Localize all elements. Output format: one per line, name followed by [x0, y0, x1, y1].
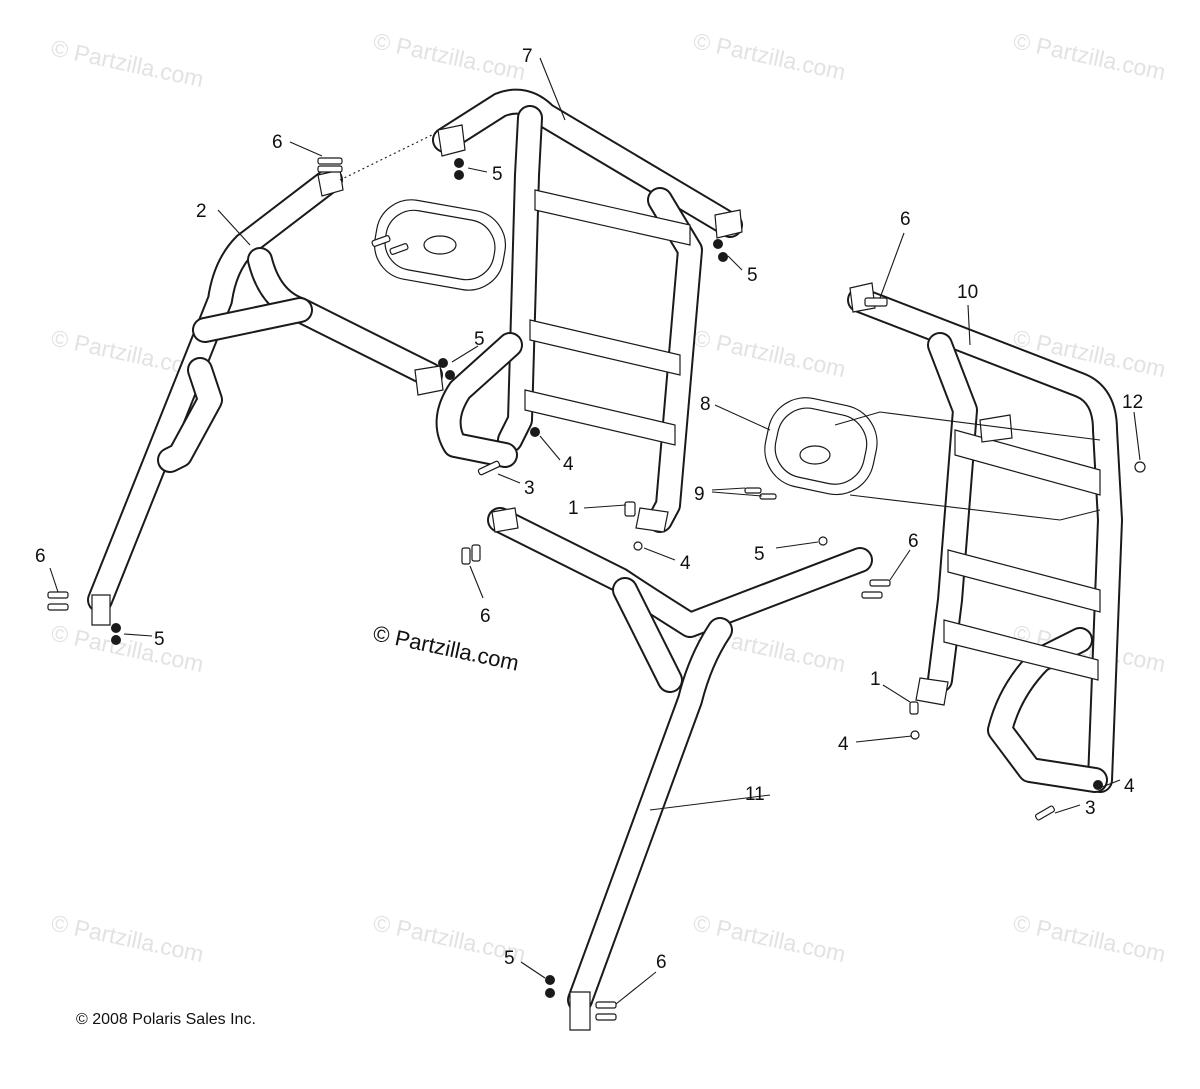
- callout-2: 2: [196, 201, 207, 222]
- watermarks: © Partzilla.com © Partzilla.com © Partzi…: [49, 27, 1168, 967]
- rear-upper-frame: [432, 88, 743, 533]
- watermark: © Partzilla.com: [691, 27, 848, 85]
- callout-4: 4: [838, 734, 849, 755]
- callout-6: 6: [900, 209, 911, 230]
- callout-6: 6: [272, 132, 283, 153]
- callout-3: 3: [524, 478, 535, 499]
- left-front-hoop: [87, 131, 444, 626]
- watermark: © Partzilla.com: [691, 909, 848, 967]
- callout-5: 5: [492, 164, 503, 185]
- callout-3: 3: [1085, 798, 1096, 819]
- callout-1: 1: [568, 498, 579, 519]
- callout-6: 6: [35, 546, 46, 567]
- callout-4: 4: [1124, 776, 1135, 797]
- callout-6: 6: [908, 531, 919, 552]
- callout-labels: 6 2 7 5 5 5 4 3 1 4 6 5 6 5 6 6 10 8 9 1…: [35, 46, 1143, 973]
- watermark: © Partzilla.com: [1011, 27, 1168, 85]
- callout-5: 5: [504, 948, 515, 969]
- callout-4: 4: [563, 454, 574, 475]
- front-lower-hoop: [487, 507, 873, 1031]
- callout-1: 1: [870, 669, 881, 690]
- hardware: [47, 157, 1146, 1021]
- callout-5: 5: [474, 329, 485, 350]
- right-rear-frame: [847, 282, 1123, 793]
- callout-5: 5: [747, 265, 758, 286]
- leader-lines: [49, 57, 1141, 1005]
- watermark: © Partzilla.com: [1011, 909, 1168, 967]
- callout-6: 6: [656, 952, 667, 973]
- watermark: © Partzilla.com: [49, 619, 206, 677]
- watermark: © Partzilla.com: [49, 909, 206, 967]
- callout-9: 9: [694, 484, 705, 505]
- callout-8: 8: [700, 394, 711, 415]
- callout-7: 7: [522, 46, 533, 67]
- callout-4: 4: [680, 553, 691, 574]
- copyright-notice: © 2008 Polaris Sales Inc.: [76, 1011, 256, 1028]
- callout-11: 11: [745, 784, 765, 805]
- partzilla-credit: © Partzilla.com: [371, 620, 521, 675]
- watermark: © Partzilla.com: [49, 34, 206, 92]
- callout-5: 5: [154, 629, 165, 650]
- callout-10: 10: [957, 282, 978, 303]
- callout-6: 6: [480, 606, 491, 627]
- right-headrest: [764, 397, 1101, 521]
- left-headrest: [373, 199, 507, 291]
- watermark: © Partzilla.com: [371, 27, 528, 85]
- callout-5: 5: [754, 544, 765, 565]
- callout-12: 12: [1122, 392, 1143, 413]
- watermark: © Partzilla.com: [691, 324, 848, 382]
